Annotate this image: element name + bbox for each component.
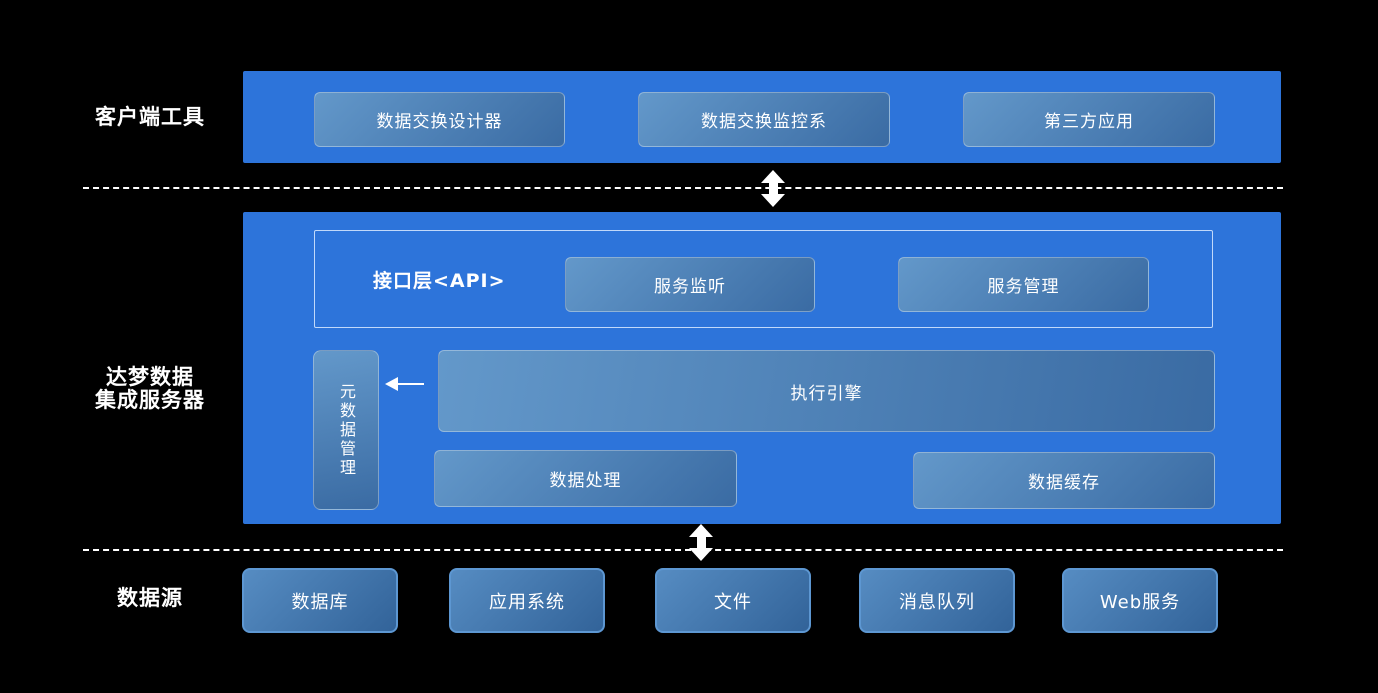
integration-server-label-line1: 达梦数据	[106, 365, 194, 389]
box-data-cache: 数据缓存	[913, 452, 1215, 509]
arrow-head-up	[689, 524, 713, 537]
arrow-head-down	[761, 194, 785, 207]
box-message-queue: 消息队列	[859, 568, 1015, 633]
box-execution-engine: 执行引擎	[438, 350, 1215, 432]
client-tools-label: 客户端工具	[95, 105, 205, 129]
up-down-arrow-icon	[761, 170, 785, 207]
box-service-manager: 服务管理	[898, 257, 1149, 312]
box-database: 数据库	[242, 568, 398, 633]
integration-server-band: 接口层<API> 服务监听 服务管理 元数据管理 执行引擎 数据处理 数据缓存	[243, 212, 1281, 524]
box-application-system: 应用系统	[449, 568, 605, 633]
api-layer-frame: 接口层<API> 服务监听 服务管理	[314, 230, 1213, 328]
integration-server-label: 达梦数据 集成服务器	[60, 366, 240, 412]
data-sources-label: 数据源	[117, 586, 183, 610]
divider-dashed-line-top	[83, 187, 1283, 189]
arrow-shaft	[696, 537, 706, 548]
box-web-service: Web服务	[1062, 568, 1218, 633]
api-layer-label: 接口层<API>	[373, 269, 506, 292]
left-arrow-icon	[385, 376, 425, 392]
arrow-shaft	[768, 183, 778, 194]
box-file: 文件	[655, 568, 811, 633]
arrow-head-up	[761, 170, 785, 183]
box-data-exchange-designer: 数据交换设计器	[314, 92, 565, 147]
integration-server-label-line2: 集成服务器	[95, 388, 205, 412]
arrow-shaft	[395, 383, 424, 385]
arrow-head-down	[689, 548, 713, 561]
arrow-head-left	[385, 377, 398, 391]
box-service-listener: 服务监听	[565, 257, 815, 312]
box-metadata-management: 元数据管理	[313, 350, 379, 510]
box-data-exchange-monitor: 数据交换监控系	[638, 92, 890, 147]
divider-dashed-line-bottom	[83, 549, 1283, 551]
box-data-processing: 数据处理	[434, 450, 737, 507]
up-down-arrow-icon	[689, 524, 713, 561]
box-third-party-app: 第三方应用	[963, 92, 1215, 147]
client-tools-band: 数据交换设计器 数据交换监控系 第三方应用	[243, 71, 1281, 163]
